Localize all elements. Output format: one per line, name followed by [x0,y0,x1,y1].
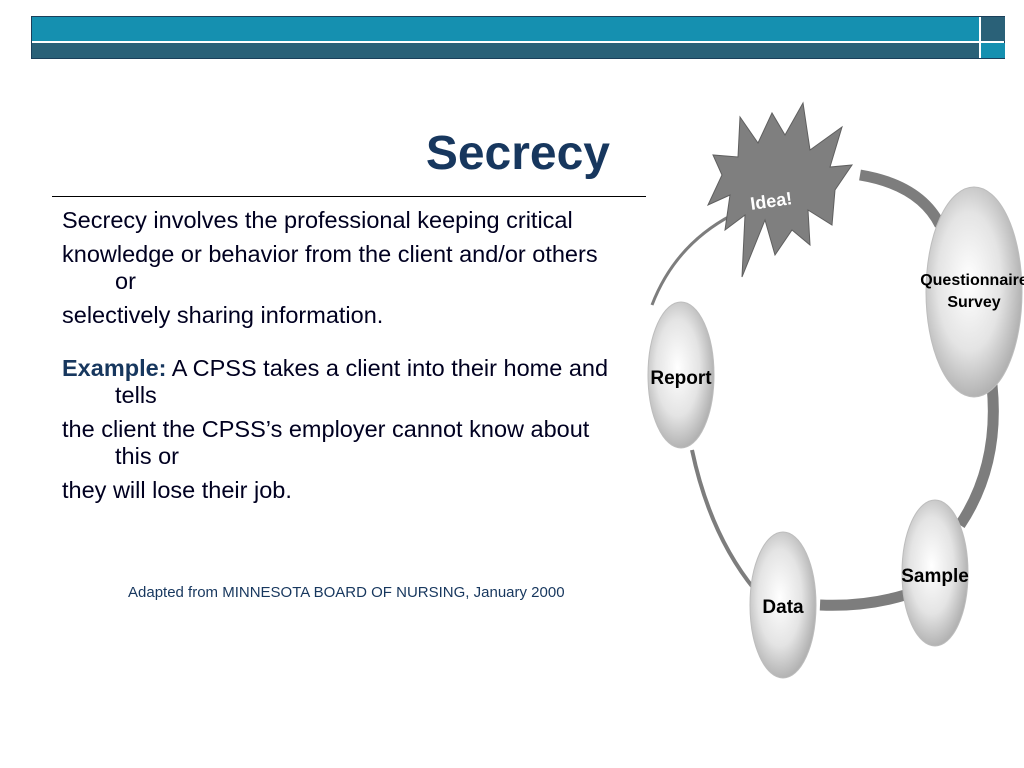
body-paragraph: selectively sharing information. [62,302,384,328]
example-label: Example: [62,355,167,381]
header-band-square-bottom [980,43,1005,58]
example-text: A CPSS takes a client into their home an… [115,355,609,408]
idea-star-icon [706,101,854,278]
cycle-arc [859,169,945,228]
slide-title: Secrecy [425,127,610,180]
example-paragraph: Example: A CPSS takes a client into thei… [62,355,622,409]
questionnaire-label: Questionnaire [920,272,1024,289]
sample-node [901,499,969,647]
slide-body: Secrecy involves the professional keepin… [62,207,622,504]
report-label: Report [650,368,712,389]
header-band-teal-bar [32,17,979,42]
header-band [31,16,1005,59]
example-paragraph: the client the CPSS’s employer cannot kn… [62,416,590,469]
example-paragraph: they will lose their job. [62,477,292,503]
data-label: Data [762,597,804,618]
header-band-dark-bar [32,43,979,58]
research-cycle-diagram: Idea! Questionnaire Survey Sample Data R… [647,101,1024,679]
report-node [647,301,715,449]
data-node [749,531,817,679]
survey-label: Survey [947,294,1000,311]
sample-label: Sample [901,566,969,587]
title-divider [52,196,646,197]
body-paragraph: knowledge or behavior from the client an… [62,241,598,294]
header-band-square-top [980,17,1005,41]
cycle-arc [690,449,757,592]
citation: Adapted from MINNESOTA BOARD OF NURSING,… [128,584,565,601]
cycle-arc [819,589,907,611]
cycle-arc [955,384,999,529]
questionnaire-survey-node [925,186,1023,398]
cycle-arc [650,213,733,306]
body-paragraph: Secrecy involves the professional keepin… [62,207,573,233]
